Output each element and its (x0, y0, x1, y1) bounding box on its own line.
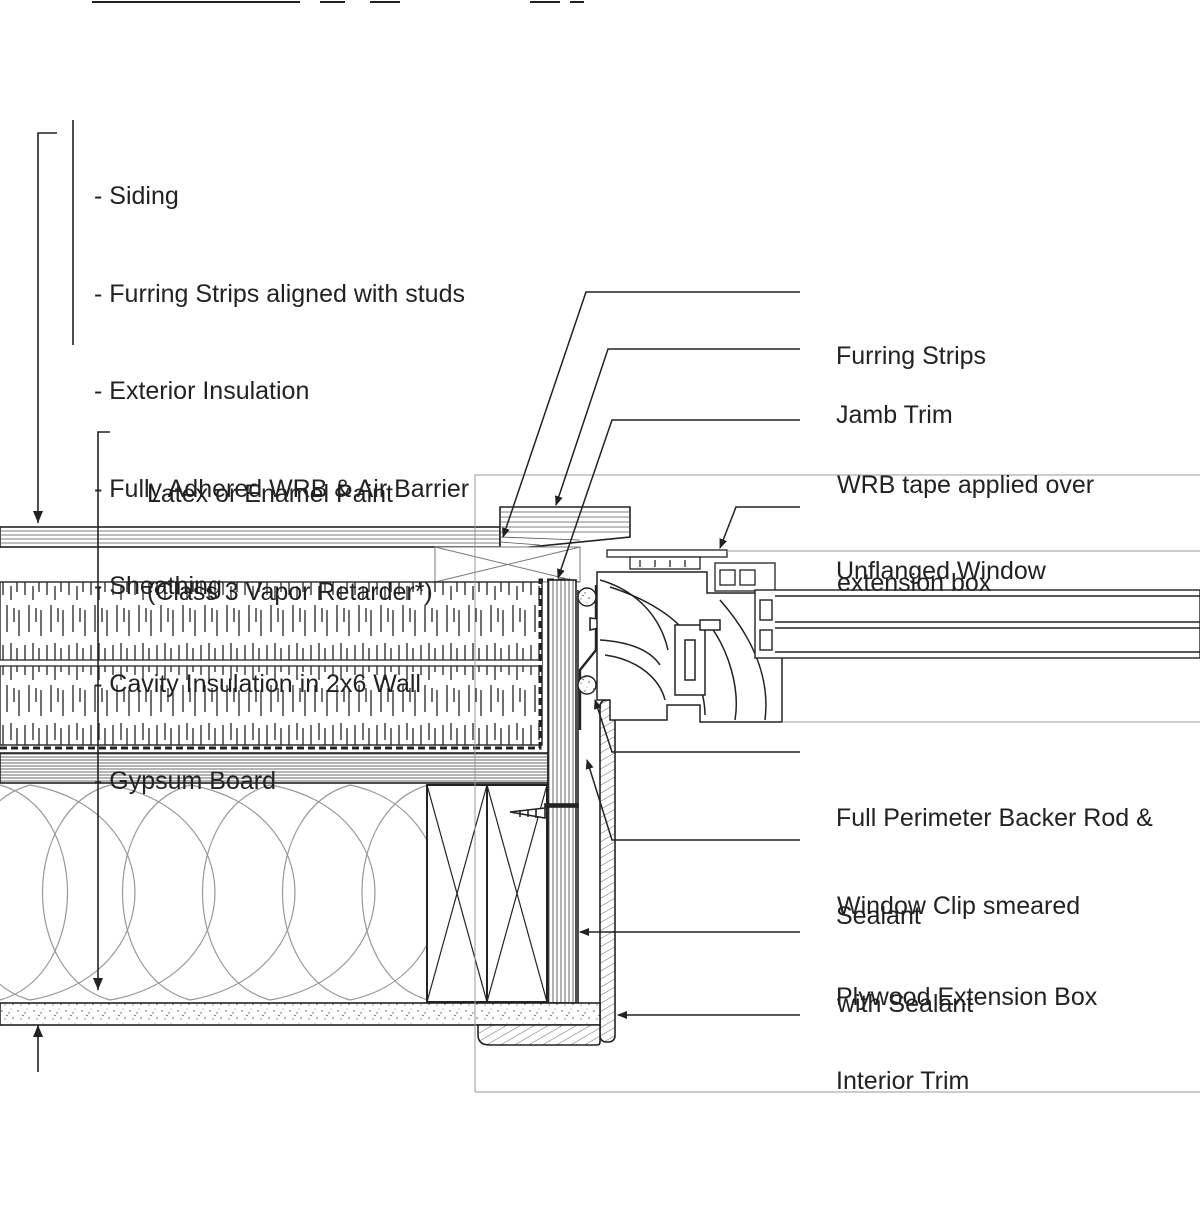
callout-furring-strips: Furring Strips (836, 275, 986, 405)
bracket-arrows (33, 511, 103, 1037)
callout-jamb-trim-text: Jamb Trim (836, 401, 953, 429)
callout-plywood-box: Plywood Extension Box (836, 916, 1097, 1046)
callout-jamb-trim: Jamb Trim (836, 334, 953, 464)
leader-lines (502, 291, 800, 1019)
callout-unflanged-window-text: Unflanged Window (836, 557, 1046, 585)
layer-sheathing: - Sheathing (94, 572, 222, 600)
callout-window-clip: Window Clip smeared with Sealant (837, 825, 1080, 1053)
callout-wrb-tape: WRB tape applied over extension box (837, 404, 1094, 632)
layer-wrb-air-barrier: - Fully Adhered WRB & Air Barrier (94, 474, 470, 503)
leader-jamb-trim (555, 348, 800, 506)
callout-wrb-tape-line1: WRB tape applied over (837, 471, 1095, 499)
callout-backer-rod-line2: Sealant (836, 901, 921, 930)
plywood-extension-box (547, 579, 616, 1043)
paint-note-line2: (Class 3 Vapor Retarder*) (147, 577, 433, 606)
paint-note: Latex or Enamel Paint (Class 3 Vapor Ret… (147, 413, 433, 641)
callout-window-clip-line2: with Sealant (837, 989, 974, 1018)
backer-rods (577, 587, 597, 695)
wall-assembly-layer-list: - Siding - Furring Strips aligned with s… (94, 115, 469, 830)
cavity-insulation (0, 784, 441, 1001)
gypsum-board (0, 1002, 601, 1026)
wrb-air-barrier (0, 578, 570, 750)
callout-unflanged-window: Unflanged Window (836, 490, 1046, 620)
leader-window-clip (585, 759, 800, 841)
interior-trim-shape (477, 1024, 601, 1046)
callout-window-clip-line1: Window Clip smeared (837, 892, 1081, 920)
sheathing (0, 752, 549, 784)
layer-exterior-insulation: - Exterior Insulation (94, 377, 310, 405)
exterior-insulation (0, 581, 543, 746)
leader-wrb-tape (557, 419, 800, 579)
layer-furring-strips: - Furring Strips aligned with studs (94, 279, 465, 308)
leader-unflanged-window (719, 506, 800, 549)
callout-interior-trim: Interior Trim (836, 1000, 969, 1130)
leader-backer-rod (593, 699, 800, 753)
glazing-unit (754, 589, 1200, 659)
paint-note-line1: Latex or Enamel Paint (147, 480, 393, 508)
unflanged-window-frame (596, 571, 783, 723)
siding (0, 506, 631, 551)
callout-plywood-box-text: Plywood Extension Box (836, 983, 1098, 1011)
callout-wrb-tape-line2: extension box (837, 568, 992, 597)
window-cladding (606, 549, 776, 592)
callout-interior-trim-text: Interior Trim (836, 1067, 970, 1095)
layer-gypsum-board: - Gypsum Board (94, 767, 277, 795)
callout-backer-rod-line1: Full Perimeter Backer Rod & (836, 804, 1153, 832)
leader-furring-strips (502, 291, 800, 538)
reference-lines (474, 474, 1200, 1093)
layer-bracket (37, 120, 110, 1072)
layer-siding: - Siding (94, 182, 179, 210)
callout-furring-strips-text: Furring Strips (836, 342, 987, 370)
layer-cavity-insulation: - Cavity Insulation in 2x6 Wall (94, 669, 421, 698)
callout-backer-rod: Full Perimeter Backer Rod & Sealant (836, 737, 1153, 965)
furring-strip (434, 546, 581, 583)
studs (426, 784, 548, 1003)
window-clip (578, 585, 598, 730)
